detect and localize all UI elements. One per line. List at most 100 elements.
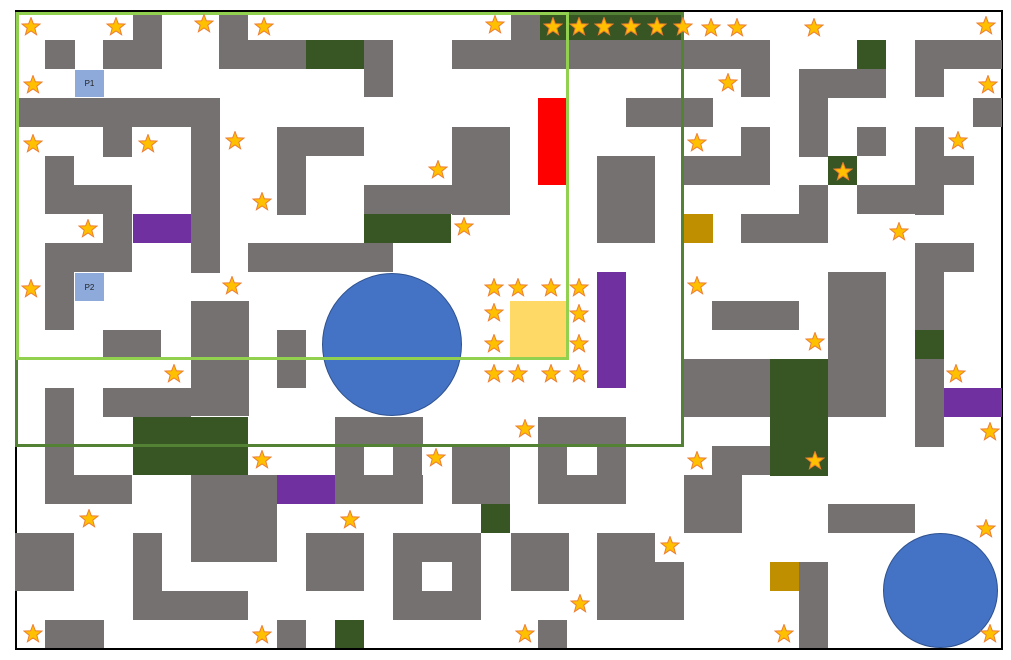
- wall-block: [103, 388, 191, 417]
- blue-circle-hazard: [883, 533, 998, 648]
- star-icon[interactable]: [252, 625, 272, 645]
- star-icon[interactable]: [978, 75, 998, 95]
- star-icon[interactable]: [515, 419, 535, 439]
- wall-block: [597, 562, 684, 620]
- player-2-token[interactable]: P2: [75, 273, 104, 301]
- star-icon[interactable]: [21, 279, 41, 299]
- star-icon[interactable]: [485, 15, 505, 35]
- star-icon[interactable]: [569, 278, 589, 298]
- star-icon[interactable]: [673, 17, 693, 37]
- star-icon[interactable]: [980, 422, 1000, 442]
- star-icon[interactable]: [508, 278, 528, 298]
- star-icon[interactable]: [508, 364, 528, 384]
- star-icon[interactable]: [541, 278, 561, 298]
- star-icon[interactable]: [804, 18, 824, 38]
- star-icon[interactable]: [687, 276, 707, 296]
- wall-block: [45, 388, 74, 475]
- star-icon[interactable]: [569, 304, 589, 324]
- wall-block: [45, 475, 132, 504]
- star-icon[interactable]: [948, 131, 968, 151]
- purple-portal: [133, 214, 191, 243]
- wall-block: [335, 475, 423, 504]
- dark-green-pit: [857, 40, 886, 69]
- star-icon[interactable]: [543, 17, 563, 37]
- wall-block: [45, 243, 132, 272]
- yellow-goal-tile: [510, 301, 567, 358]
- wall-block: [103, 127, 132, 157]
- wall-block: [538, 475, 626, 504]
- player-1-token[interactable]: P1: [75, 70, 104, 97]
- star-icon[interactable]: [569, 364, 589, 384]
- wall-block: [626, 98, 713, 127]
- star-icon[interactable]: [484, 278, 504, 298]
- wall-block: [452, 446, 510, 504]
- wall-block: [103, 40, 162, 69]
- wall-block: [45, 40, 75, 69]
- star-icon[interactable]: [727, 18, 747, 38]
- star-icon[interactable]: [79, 509, 99, 529]
- star-icon[interactable]: [833, 162, 853, 182]
- star-icon[interactable]: [594, 17, 614, 37]
- star-icon[interactable]: [252, 192, 272, 212]
- star-icon[interactable]: [569, 334, 589, 354]
- star-icon[interactable]: [946, 364, 966, 384]
- wall-block: [191, 98, 220, 273]
- blue-circle-hazard: [322, 273, 462, 416]
- star-icon[interactable]: [701, 18, 721, 38]
- dark-green-pit: [770, 359, 828, 476]
- red-door: [538, 98, 567, 185]
- star-icon[interactable]: [647, 17, 667, 37]
- star-icon[interactable]: [78, 219, 98, 239]
- star-icon[interactable]: [23, 134, 43, 154]
- star-icon[interactable]: [254, 17, 274, 37]
- dark-green-pit: [335, 620, 364, 648]
- star-icon[interactable]: [980, 624, 1000, 644]
- star-icon[interactable]: [515, 624, 535, 644]
- star-icon[interactable]: [428, 160, 448, 180]
- wall-block: [712, 301, 799, 330]
- star-icon[interactable]: [889, 222, 909, 242]
- star-icon[interactable]: [805, 332, 825, 352]
- dark-green-pit: [306, 40, 364, 69]
- wall-block: [799, 69, 828, 157]
- player-1-label: P1: [84, 79, 95, 88]
- star-icon[interactable]: [454, 217, 474, 237]
- star-icon[interactable]: [222, 276, 242, 296]
- star-icon[interactable]: [541, 364, 561, 384]
- star-icon[interactable]: [484, 364, 504, 384]
- gold-key-block: [684, 214, 713, 243]
- purple-portal: [944, 388, 1002, 417]
- star-icon[interactable]: [484, 334, 504, 354]
- star-icon[interactable]: [805, 451, 825, 471]
- wall-block: [828, 272, 886, 417]
- star-icon[interactable]: [569, 17, 589, 37]
- star-icon[interactable]: [687, 451, 707, 471]
- star-icon[interactable]: [21, 17, 41, 37]
- wall-block: [973, 98, 1002, 127]
- wall-block: [684, 359, 771, 417]
- star-icon[interactable]: [570, 594, 590, 614]
- star-icon[interactable]: [106, 17, 126, 37]
- wall-block: [944, 156, 974, 185]
- star-icon[interactable]: [426, 448, 446, 468]
- star-icon[interactable]: [194, 14, 214, 34]
- star-icon[interactable]: [687, 133, 707, 153]
- star-icon[interactable]: [976, 16, 996, 36]
- star-icon[interactable]: [164, 364, 184, 384]
- star-icon[interactable]: [23, 624, 43, 644]
- star-icon[interactable]: [774, 624, 794, 644]
- star-icon[interactable]: [976, 519, 996, 539]
- wall-block: [103, 330, 161, 359]
- star-icon[interactable]: [252, 450, 272, 470]
- star-icon[interactable]: [621, 17, 641, 37]
- star-icon[interactable]: [340, 510, 360, 530]
- star-icon[interactable]: [225, 131, 245, 151]
- star-icon[interactable]: [138, 134, 158, 154]
- star-icon[interactable]: [23, 75, 43, 95]
- wall-block: [741, 40, 770, 97]
- star-icon[interactable]: [660, 536, 680, 556]
- star-icon[interactable]: [484, 303, 504, 323]
- star-icon[interactable]: [718, 73, 738, 93]
- wall-block: [15, 533, 74, 591]
- dark-green-pit: [481, 504, 510, 533]
